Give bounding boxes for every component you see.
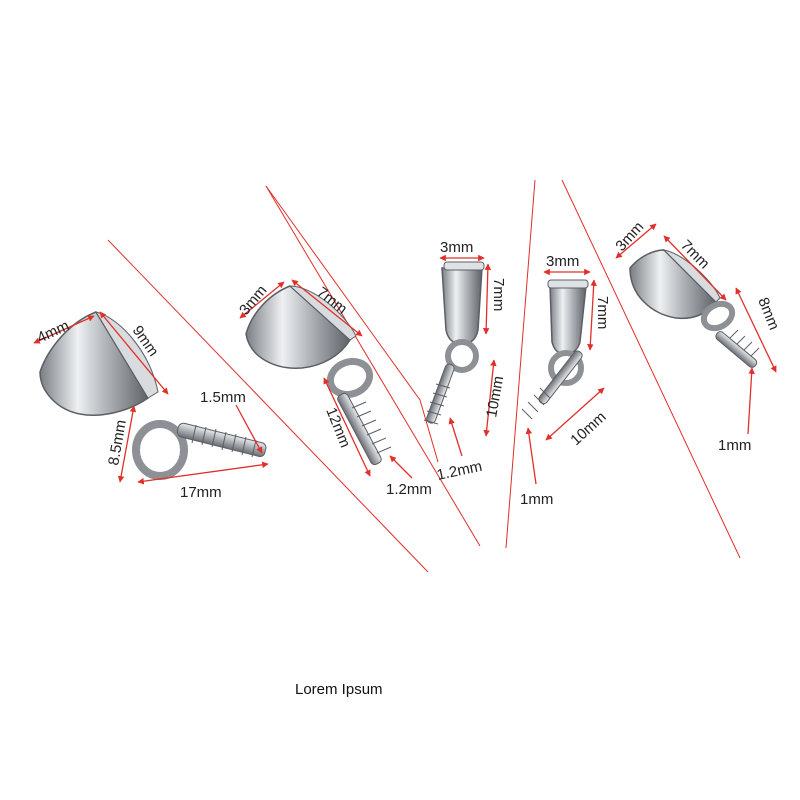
bail-5: 3mm 7mm 8mm 1mm (612, 219, 782, 454)
bail-3-width-label: 3mm (440, 239, 473, 256)
bail-1: 4mm 9mm 8.5mm 1.5mm 17mm (33, 311, 269, 501)
bail-1-eye-label: 8.5mm (105, 419, 130, 467)
bail-3: 3mm 7mm 10mm 1.2mm (423, 239, 507, 484)
bail-2-pin-label: 1.2mm (386, 481, 432, 498)
bail-1-total-label: 17mm (180, 484, 222, 501)
separator-lines (107, 179, 741, 573)
bail-3-pin-label: 1.2mm (435, 458, 483, 484)
bail-4: 3mm 7mm 10mm 1mm (520, 253, 611, 508)
bail-4-length-label: 7mm (594, 296, 611, 329)
bail-4-width-label: 3mm (546, 253, 579, 270)
bail-5-screw-label: 8mm (754, 295, 782, 332)
caption: Lorem Ipsum (295, 681, 383, 698)
bail-5-pin-label: 1mm (718, 437, 751, 454)
bail-4-pin-label: 1mm (520, 491, 553, 508)
bail-3-length-label: 7mm (490, 278, 507, 311)
bail-1-pin-label: 1.5mm (200, 389, 246, 406)
bail-3-screw-label: 10mm (483, 375, 507, 419)
bail-2: 3mm 7mm 12mm 1.2mm (236, 279, 432, 498)
